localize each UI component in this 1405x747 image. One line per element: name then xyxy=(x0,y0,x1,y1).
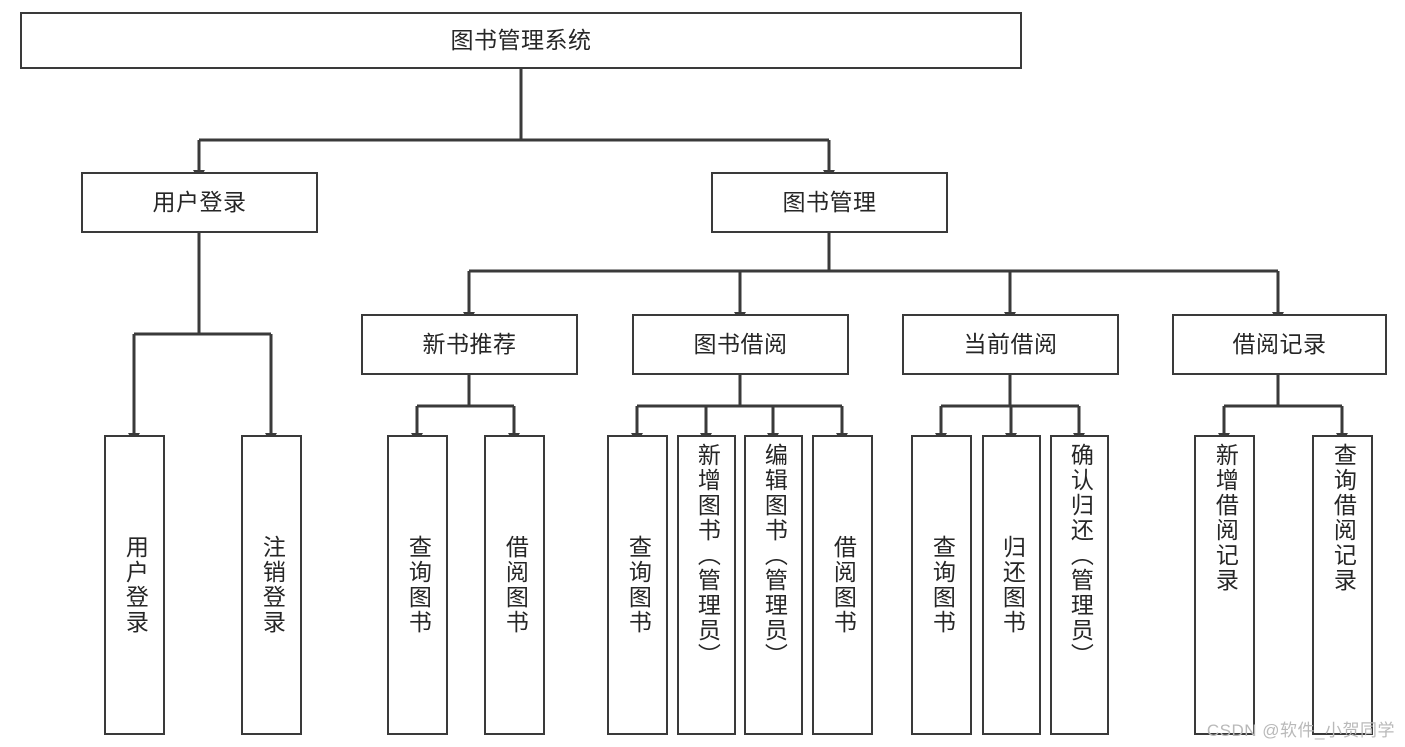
node-label-leaf_cur_confirm: 确认归还（管理员） xyxy=(1067,443,1094,668)
node-current_borrow[interactable]: 当前借阅 xyxy=(902,314,1119,375)
node-login[interactable]: 用户登录 xyxy=(81,172,318,233)
node-label-current_borrow: 当前借阅 xyxy=(963,331,1058,358)
node-label-leaf_rec_query: 查询图书 xyxy=(405,535,432,635)
node-book_manage[interactable]: 图书管理 xyxy=(711,172,948,233)
node-leaf_borrow_edit[interactable]: 编辑图书（管理员） xyxy=(744,435,803,735)
node-label-leaf_rec_borrow: 借阅图书 xyxy=(502,535,529,635)
node-leaf_rec_add[interactable]: 新增借阅记录 xyxy=(1194,435,1255,735)
node-borrow_record[interactable]: 借阅记录 xyxy=(1172,314,1387,375)
node-leaf_cur_return[interactable]: 归还图书 xyxy=(982,435,1041,735)
node-label-leaf_user_logout: 注销登录 xyxy=(259,535,286,635)
node-label-book_manage: 图书管理 xyxy=(782,189,877,216)
node-label-leaf_user_login: 用户登录 xyxy=(122,535,149,635)
node-book_borrow[interactable]: 图书借阅 xyxy=(632,314,849,375)
node-label-leaf_borrow_edit: 编辑图书（管理员） xyxy=(761,443,788,668)
node-label-new_book_rec: 新书推荐 xyxy=(422,331,517,358)
node-label-leaf_cur_return: 归还图书 xyxy=(999,535,1026,635)
node-root[interactable]: 图书管理系统 xyxy=(20,12,1022,69)
node-new_book_rec[interactable]: 新书推荐 xyxy=(361,314,578,375)
node-label-leaf_rec_add: 新增借阅记录 xyxy=(1212,443,1239,593)
connector-lines xyxy=(128,69,1348,443)
node-leaf_user_login[interactable]: 用户登录 xyxy=(104,435,165,735)
node-leaf_borrow_query[interactable]: 查询图书 xyxy=(607,435,668,735)
node-label-login: 用户登录 xyxy=(152,189,247,216)
node-leaf_borrow_lend[interactable]: 借阅图书 xyxy=(812,435,873,735)
node-label-borrow_record: 借阅记录 xyxy=(1232,331,1327,358)
node-label-leaf_borrow_add: 新增图书（管理员） xyxy=(694,443,721,668)
node-leaf_rec_query[interactable]: 查询图书 xyxy=(387,435,448,735)
node-label-leaf_cur_query: 查询图书 xyxy=(929,535,956,635)
node-label-leaf_borrow_lend: 借阅图书 xyxy=(830,535,857,635)
node-label-leaf_rec_search: 查询借阅记录 xyxy=(1330,443,1357,593)
node-leaf_cur_query[interactable]: 查询图书 xyxy=(911,435,972,735)
node-leaf_rec_search[interactable]: 查询借阅记录 xyxy=(1312,435,1373,735)
node-leaf_cur_confirm[interactable]: 确认归还（管理员） xyxy=(1050,435,1109,735)
node-label-root: 图书管理系统 xyxy=(450,27,592,54)
node-label-leaf_borrow_query: 查询图书 xyxy=(625,535,652,635)
node-leaf_user_logout[interactable]: 注销登录 xyxy=(241,435,302,735)
node-leaf_borrow_add[interactable]: 新增图书（管理员） xyxy=(677,435,736,735)
node-leaf_rec_borrow[interactable]: 借阅图书 xyxy=(484,435,545,735)
node-label-book_borrow: 图书借阅 xyxy=(693,331,788,358)
